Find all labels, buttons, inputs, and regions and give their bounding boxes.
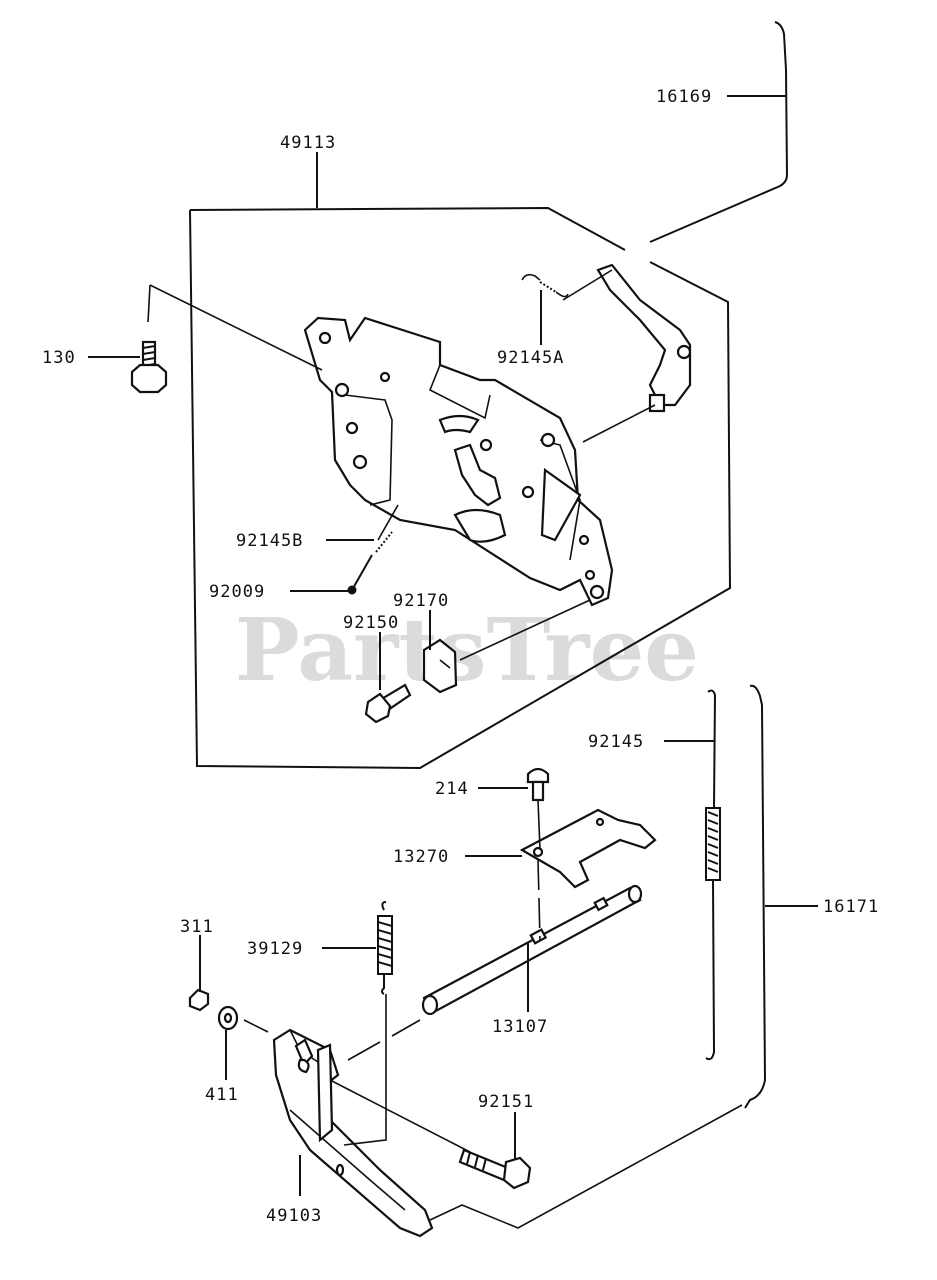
bolt-214 bbox=[526, 767, 550, 802]
leader-lines bbox=[88, 95, 818, 1196]
label-39129: 39129 bbox=[247, 939, 303, 959]
clip-92170 bbox=[422, 638, 458, 694]
washer-411 bbox=[217, 1005, 239, 1031]
control-panel-plate bbox=[303, 316, 614, 607]
shaft-13107 bbox=[421, 884, 643, 1016]
label-13270: 13270 bbox=[393, 847, 449, 867]
spring-92145A bbox=[521, 273, 569, 298]
label-92170: 92170 bbox=[393, 591, 449, 611]
label-130: 130 bbox=[42, 348, 76, 368]
label-16169: 16169 bbox=[656, 87, 712, 107]
label-92145: 92145 bbox=[588, 732, 644, 752]
label-49103: 49103 bbox=[266, 1206, 322, 1226]
label-92009: 92009 bbox=[209, 582, 265, 602]
label-49113: 49113 bbox=[280, 133, 336, 153]
label-92145B: 92145B bbox=[236, 531, 303, 551]
spring-92145 bbox=[705, 689, 721, 1061]
lever-49103 bbox=[272, 1028, 434, 1238]
bracket-13270 bbox=[519, 808, 657, 889]
bolt-92151 bbox=[458, 1148, 532, 1190]
spring-39129 bbox=[377, 901, 393, 995]
label-311: 311 bbox=[180, 917, 214, 937]
nut-311 bbox=[188, 988, 210, 1012]
bolt-92150 bbox=[364, 683, 412, 724]
projection-lines-lower bbox=[243, 799, 743, 1229]
label-13107: 13107 bbox=[492, 1017, 548, 1037]
label-92145A: 92145A bbox=[497, 348, 564, 368]
label-92150: 92150 bbox=[343, 613, 399, 633]
projection-lines-upper bbox=[147, 269, 656, 661]
spring-92145B bbox=[375, 531, 393, 553]
assembly-outline-49113 bbox=[189, 206, 732, 770]
throttle-lever bbox=[596, 263, 692, 413]
rod-16171 bbox=[744, 684, 767, 1109]
label-214: 214 bbox=[435, 779, 469, 799]
label-411: 411 bbox=[205, 1085, 239, 1105]
label-92151: 92151 bbox=[478, 1092, 534, 1112]
rod-16169 bbox=[649, 21, 789, 243]
screw-92009 bbox=[347, 554, 373, 595]
part-labels: 16169 49113 130 92145A 92145B 92009 9217… bbox=[42, 87, 879, 1226]
bolt-130 bbox=[130, 340, 168, 394]
watermark: PartsTree bbox=[235, 600, 699, 701]
label-16171: 16171 bbox=[823, 897, 879, 917]
